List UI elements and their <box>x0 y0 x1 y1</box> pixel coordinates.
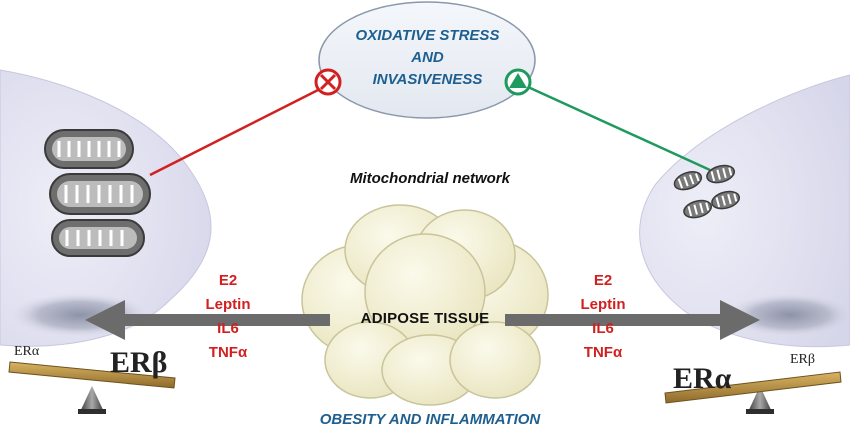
circle-x-icon <box>314 68 342 96</box>
right-factor-leptin: Leptin <box>580 296 626 313</box>
right-mitochondria <box>673 164 741 219</box>
left-factor-tnfa: TNFα <box>208 344 248 361</box>
circle-triangle-icon <box>504 68 532 96</box>
right-factor-tnfa: TNFα <box>583 344 623 361</box>
double-arrow <box>85 300 760 340</box>
oxidative-stress-oval <box>318 1 536 119</box>
inhibit-line <box>149 86 323 177</box>
adipose-tissue-cluster <box>301 204 549 406</box>
right-factor-il6: IL6 <box>592 320 614 337</box>
left-balance <box>8 361 176 414</box>
mitochondrial-network-label: Mitochondrial network <box>349 170 510 187</box>
right-balance <box>664 371 842 414</box>
left-balance-er-alpha: ERα <box>14 344 40 359</box>
left-balance-er-beta: ERβ <box>110 346 168 379</box>
obesity-inflammation-label: OBESITY AND INFLAMMATION <box>319 411 541 428</box>
right-factor-e2: E2 <box>593 272 613 289</box>
right-balance-er-alpha: ERα <box>673 362 732 395</box>
right-balance-er-beta: ERβ <box>790 352 816 367</box>
oval-line-1: OXIDATIVE STRESS <box>355 27 500 44</box>
oval-line-3: INVASIVENESS <box>372 71 483 88</box>
left-factor-e2: E2 <box>218 272 238 289</box>
oval-line-2: AND <box>411 49 444 66</box>
left-factor-il6: IL6 <box>217 320 239 337</box>
right-cell <box>639 74 850 348</box>
promote-line <box>527 85 711 172</box>
left-factor-leptin: Leptin <box>205 296 251 313</box>
right-nucleus <box>725 293 850 337</box>
left-mitochondria <box>44 129 151 257</box>
adipose-tissue-label: ADIPOSE TISSUE <box>360 310 490 327</box>
